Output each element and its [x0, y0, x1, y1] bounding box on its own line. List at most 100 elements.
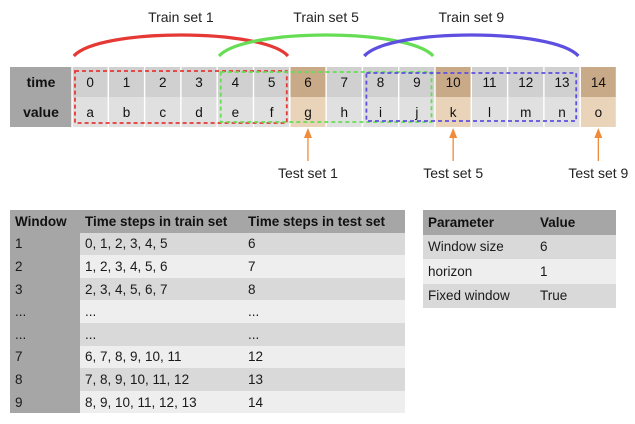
- series-value: n: [558, 105, 566, 120]
- window-cell: 3: [10, 277, 80, 301]
- test-time-cell: [580, 67, 617, 97]
- train-set-label: Train set 9: [438, 9, 504, 25]
- time-cell: [108, 67, 145, 97]
- train-set-box: [74, 70, 288, 124]
- test-steps-cell: 14: [243, 390, 405, 414]
- time-value: 13: [555, 75, 570, 90]
- value-cell: [543, 97, 581, 127]
- test-arrow-head: [449, 128, 458, 138]
- train-steps-cell: 7, 8, 9, 10, 11, 12: [80, 368, 243, 391]
- window-cell: ...: [10, 322, 80, 346]
- train-steps-cell: ...: [80, 300, 243, 323]
- value-cell: [108, 97, 145, 127]
- header-window: Window: [10, 210, 80, 233]
- series-value: i: [379, 105, 382, 120]
- time-value: 11: [482, 75, 496, 90]
- test-steps-cell: 6: [243, 232, 405, 256]
- test-arrow-head: [594, 128, 603, 138]
- train-set-box: [219, 71, 433, 123]
- test-set-label: Test set 9: [568, 165, 628, 181]
- window-cell: ...: [10, 300, 80, 323]
- series-value: a: [86, 105, 94, 120]
- value-cell: [72, 97, 109, 127]
- test-arrow-head: [303, 128, 312, 138]
- time-value: 3: [195, 75, 203, 90]
- series-value: k: [450, 105, 457, 120]
- test-steps-cell: 7: [243, 255, 405, 278]
- test-steps-cell: ...: [243, 300, 405, 323]
- time-value: 10: [446, 75, 461, 90]
- window-table: Window Time steps in train set Time step…: [10, 210, 405, 414]
- table-row: 9 8, 9, 10, 11, 12, 13 14: [10, 390, 405, 414]
- series-value: g: [304, 105, 312, 120]
- table-row: Window size 6: [423, 234, 616, 259]
- time-value: 5: [268, 75, 276, 90]
- parameter-table: Parameter Value Window size 6 horizon 1 …: [423, 210, 616, 308]
- table-row: Fixed window True: [423, 283, 616, 308]
- value-cell: [144, 97, 182, 127]
- window-cell: 7: [10, 345, 80, 369]
- series-value: d: [195, 105, 203, 120]
- train-set-arc: [363, 33, 580, 58]
- series-value: e: [232, 105, 240, 120]
- test-set-label: Test set 5: [423, 165, 483, 181]
- window-cell: 9: [10, 390, 80, 414]
- table-row: horizon 1: [423, 259, 616, 284]
- time-cell: [144, 67, 182, 97]
- train-steps-cell: 8, 9, 10, 11, 12, 13: [80, 390, 243, 414]
- train-steps-cell: 0, 1, 2, 3, 4, 5: [80, 232, 243, 256]
- value-cell: [471, 97, 508, 127]
- time-cell: [543, 67, 581, 97]
- time-value: 12: [518, 75, 533, 90]
- parameter-value-cell: 6: [535, 234, 616, 259]
- train-steps-cell: 6, 7, 8, 9, 10, 11: [80, 345, 243, 369]
- series-value: m: [520, 105, 531, 120]
- time-value: 1: [123, 75, 131, 90]
- test-steps-cell: ...: [243, 322, 405, 346]
- series-value: j: [414, 105, 418, 120]
- time-cell: [471, 67, 508, 97]
- time-value: 14: [591, 75, 607, 90]
- test-steps-cell: 12: [243, 345, 405, 369]
- parameter-value-cell: 1: [535, 259, 616, 284]
- time-cell: [72, 67, 109, 97]
- time-value: 0: [86, 75, 94, 90]
- test-time-cell: [435, 67, 472, 97]
- table-row: 2 1, 2, 3, 4, 5, 6 7: [10, 255, 405, 278]
- table-row: ... ... ...: [10, 322, 405, 346]
- time-cell: [180, 67, 218, 97]
- header-train-steps: Time steps in train set: [80, 210, 243, 233]
- table-row: 1 0, 1, 2, 3, 4, 5 6: [10, 232, 405, 256]
- test-value-cell: [580, 97, 617, 127]
- time-cell: [507, 67, 545, 97]
- time-value: 7: [340, 75, 348, 90]
- train-steps-cell: 1, 2, 3, 4, 5, 6: [80, 255, 243, 278]
- parameter-value-cell: True: [535, 283, 616, 308]
- table-row: 3 2, 3, 4, 5, 6, 7 8: [10, 277, 405, 301]
- test-steps-cell: 8: [243, 277, 405, 301]
- train-set-box: [365, 72, 578, 122]
- train-set-arc: [72, 33, 290, 58]
- series-value: h: [340, 105, 348, 120]
- time-value: 8: [377, 75, 385, 90]
- test-steps-cell: 13: [243, 368, 405, 391]
- table-row: 7 6, 7, 8, 9, 10, 11 12: [10, 345, 405, 369]
- window-cell: 2: [10, 255, 80, 278]
- train-steps-cell: ...: [80, 322, 243, 346]
- train-set-arc: [217, 33, 435, 58]
- window-cell: 8: [10, 368, 80, 391]
- test-set-label: Test set 1: [278, 165, 338, 181]
- train-steps-cell: 2, 3, 4, 5, 6, 7: [80, 277, 243, 301]
- table-row: ... ... ...: [10, 300, 405, 323]
- value-cell: [180, 97, 218, 127]
- series-value: o: [595, 105, 603, 120]
- train-set-label: Train set 5: [293, 9, 359, 25]
- window-cell: 1: [10, 232, 80, 256]
- series-value: f: [270, 105, 274, 120]
- time-value: 6: [304, 75, 312, 90]
- row-label-column: [10, 67, 72, 127]
- series-value: l: [488, 105, 491, 120]
- value-row-label: value: [23, 104, 59, 120]
- series-value: c: [159, 105, 166, 120]
